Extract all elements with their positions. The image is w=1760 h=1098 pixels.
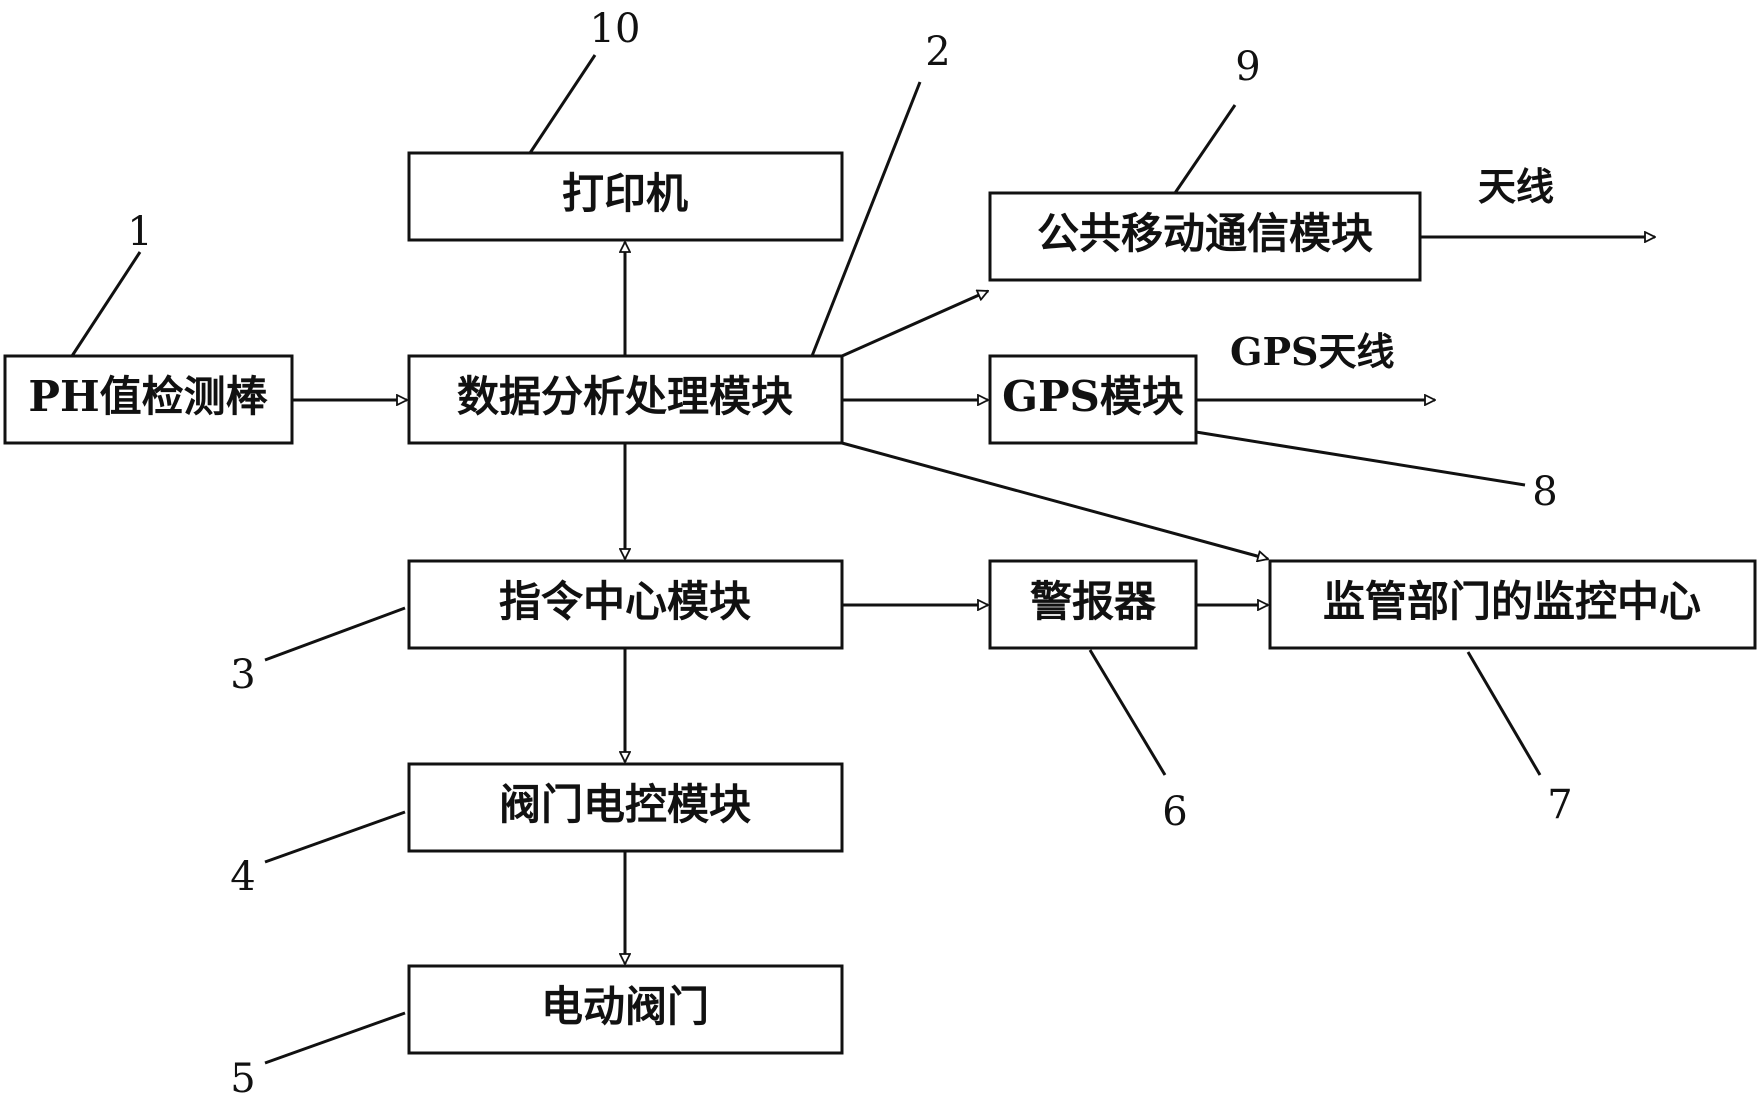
ref-number-10: 10 — [590, 6, 641, 52]
ref-number-4: 4 — [230, 854, 255, 900]
electric-valve-box: 电动阀门 — [407, 964, 844, 1055]
ref-number-6: 6 — [1162, 789, 1187, 835]
ph-probe-label: PH值检测棒 — [28, 372, 268, 421]
leader-8 — [1195, 430, 1526, 487]
gps-module-label: GPS模块 — [1002, 372, 1184, 421]
electric-valve-label: 电动阀门 — [541, 982, 709, 1031]
leader-6 — [1088, 649, 1167, 776]
monitor-center-label: 监管部门的监控中心 — [1323, 577, 1701, 626]
mobile-comm-label: 公共移动通信模块 — [1037, 209, 1373, 258]
alarm-label: 警报器 — [1030, 577, 1157, 626]
ref-number-7: 7 — [1547, 782, 1572, 828]
printer-label: 打印机 — [562, 169, 688, 218]
leader-1 — [70, 251, 142, 357]
mobile-comm-box: 公共移动通信模块 — [988, 191, 1422, 282]
ref-number-3: 3 — [230, 652, 255, 698]
ref-number-9: 9 — [1235, 44, 1260, 90]
ref-number-2: 2 — [925, 29, 950, 75]
monitor-center-box: 监管部门的监控中心 — [1268, 559, 1757, 650]
valve-control-label: 阀门电控模块 — [499, 780, 751, 829]
printer-box: 打印机 — [407, 151, 844, 242]
leader-7 — [1466, 651, 1542, 776]
command-center-label: 指令中心模块 — [499, 577, 751, 626]
alarm-box: 警报器 — [988, 559, 1198, 650]
leader-9 — [1173, 104, 1237, 194]
ref-number-8: 8 — [1532, 469, 1557, 515]
command-center-box: 指令中心模块 — [407, 559, 844, 650]
ph-probe-box: PH值检测棒 — [3, 354, 294, 445]
leader-10 — [528, 54, 597, 154]
ref-number-5: 5 — [230, 1056, 255, 1098]
valve-control-box: 阀门电控模块 — [407, 762, 844, 853]
arrow-data-to-monitor — [841, 441, 1268, 559]
data-module-label: 数据分析处理模块 — [457, 372, 793, 421]
leader-4 — [264, 810, 406, 864]
gps-module-box: GPS模块 — [988, 354, 1198, 445]
antenna-label: 天线 — [1478, 164, 1554, 209]
gps-antenna-label: GPS天线 — [1230, 329, 1394, 374]
leader-2 — [810, 81, 922, 357]
leader-3 — [264, 606, 406, 662]
data-module-box: 数据分析处理模块 — [407, 354, 844, 445]
ref-number-1: 1 — [127, 209, 152, 255]
arrow-data-to-mobile — [841, 291, 988, 358]
leader-5 — [264, 1011, 406, 1065]
